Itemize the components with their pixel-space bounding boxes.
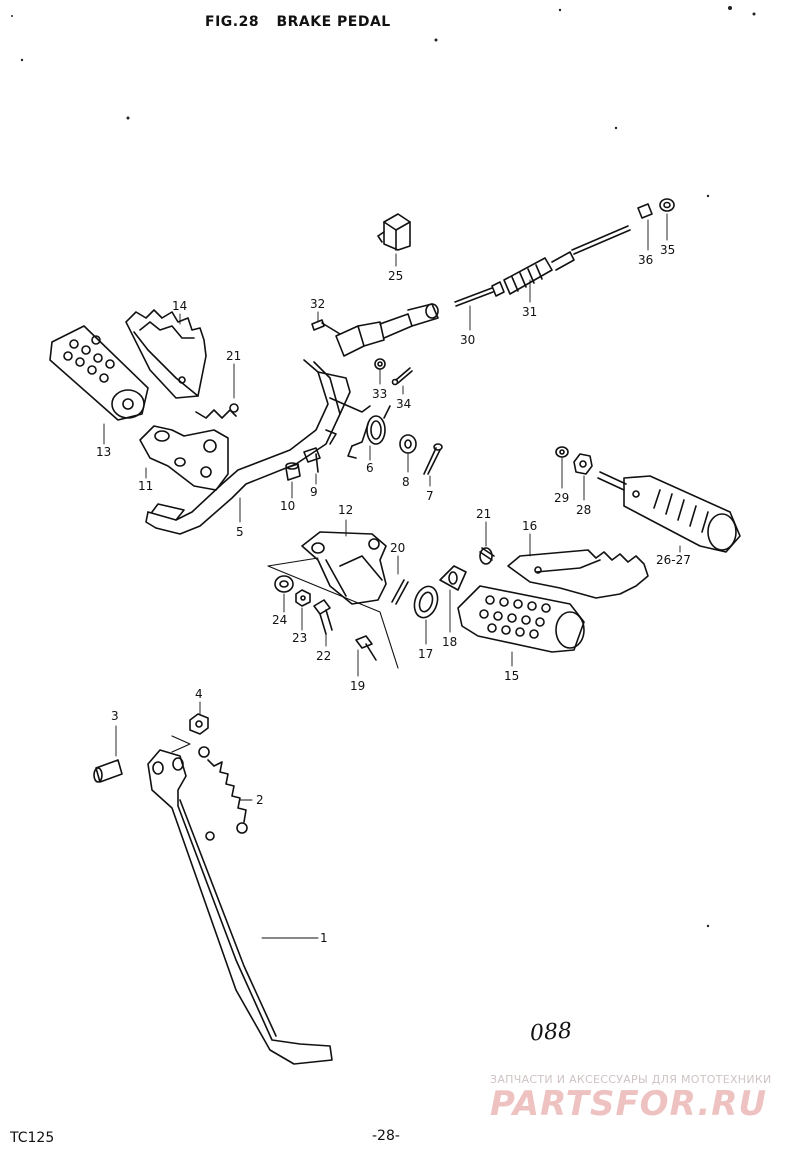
part-2-stand-spring	[198, 746, 248, 834]
part-28-nut	[573, 453, 593, 475]
part-7-cotter-pin	[423, 443, 443, 475]
part-3-pivot-bolt	[93, 759, 123, 783]
part-30-31-cable	[454, 225, 631, 307]
part-35-36-caps	[637, 198, 675, 219]
watermark-tagline: ЗАПЧАСТИ И АКСЕССУАРЫ ДЛЯ МОТОТЕХНИКИ	[490, 1073, 772, 1086]
callout-36: 36	[638, 253, 653, 267]
callout-31: 31	[522, 305, 537, 319]
callout-20: 20	[390, 541, 405, 555]
part-19-pin	[355, 635, 377, 661]
part-8-washer	[399, 434, 417, 454]
figure-name: BRAKE PEDAL	[276, 14, 391, 30]
callout-5: 5	[236, 525, 244, 539]
callout-14: 14	[172, 299, 187, 313]
callout-22: 22	[316, 649, 331, 663]
callout-33: 33	[372, 387, 387, 401]
part-33-34-washer-pin	[374, 358, 413, 386]
callout-labels: 1 2 3 4 5 6 7 8 9 10 11 12 13 14 15 16 1…	[96, 243, 691, 945]
callout-3: 3	[111, 709, 119, 723]
part-6-return-spring	[347, 405, 391, 459]
figure-title: FIG.28 BRAKE PEDAL	[205, 14, 391, 30]
part-15-footpeg-rubber	[457, 585, 585, 653]
callout-25: 25	[388, 269, 403, 283]
part-11-bracket	[139, 425, 229, 491]
callout-28: 28	[576, 503, 591, 517]
part-17-washer	[413, 585, 439, 619]
callout-11: 11	[138, 479, 153, 493]
watermark-logo: PARTSFOR.RU	[490, 1084, 768, 1124]
part-9-bolt	[303, 447, 321, 473]
callout-leader-lines	[103, 213, 681, 939]
callout-10: 10	[280, 499, 295, 513]
part-4-nut	[189, 713, 209, 735]
handwritten-code: 088	[529, 1018, 573, 1047]
figure-number: FIG.28	[205, 14, 260, 30]
callout-30: 30	[460, 333, 475, 347]
part-12-bracket	[301, 531, 387, 605]
part-25-bracket	[377, 213, 411, 251]
callout-4: 4	[195, 687, 203, 701]
callout-34: 34	[396, 397, 411, 411]
callout-15: 15	[504, 669, 519, 683]
callout-6: 6	[366, 461, 374, 475]
part-32-clevis-bolt	[311, 303, 439, 357]
callout-9: 9	[310, 485, 318, 499]
callout-8: 8	[402, 475, 410, 489]
part-13-footpeg-rubber	[49, 325, 149, 421]
part-5-brake-pedal	[145, 359, 371, 535]
part-18-spacer	[439, 565, 467, 591]
callout-23: 23	[292, 631, 307, 645]
callout-7: 7	[426, 489, 434, 503]
part-23-nut	[295, 589, 311, 607]
callout-26-27: 26-27	[656, 553, 691, 567]
callout-24: 24	[272, 613, 287, 627]
model-code: TC125	[10, 1130, 55, 1146]
callout-13: 13	[96, 445, 111, 459]
part-20-pin	[391, 579, 409, 605]
callout-2: 2	[256, 793, 264, 807]
callout-12: 12	[338, 503, 353, 517]
callout-1: 1	[320, 931, 328, 945]
callout-18: 18	[442, 635, 457, 649]
part-24-washer	[274, 575, 294, 593]
callout-21-right: 21	[476, 507, 491, 521]
page-number: -28-	[372, 1128, 400, 1144]
part-26-27-grip	[597, 471, 741, 553]
callout-35: 35	[660, 243, 675, 257]
callout-32: 32	[310, 297, 325, 311]
part-22-bolt	[313, 599, 333, 635]
part-16-footpeg	[507, 549, 649, 599]
part-14-footpeg	[125, 309, 207, 399]
part-1-side-stand	[147, 749, 333, 1065]
part-10-bushing	[285, 462, 301, 481]
part-29-washer	[555, 446, 569, 458]
part-21-spring-upper	[195, 403, 239, 419]
scan-noise	[11, 6, 756, 928]
part-21-spring-right	[479, 547, 495, 565]
callout-29: 29	[554, 491, 569, 505]
callout-19: 19	[350, 679, 365, 693]
callout-16: 16	[522, 519, 537, 533]
callout-21-upper: 21	[226, 349, 241, 363]
callout-17: 17	[418, 647, 433, 661]
